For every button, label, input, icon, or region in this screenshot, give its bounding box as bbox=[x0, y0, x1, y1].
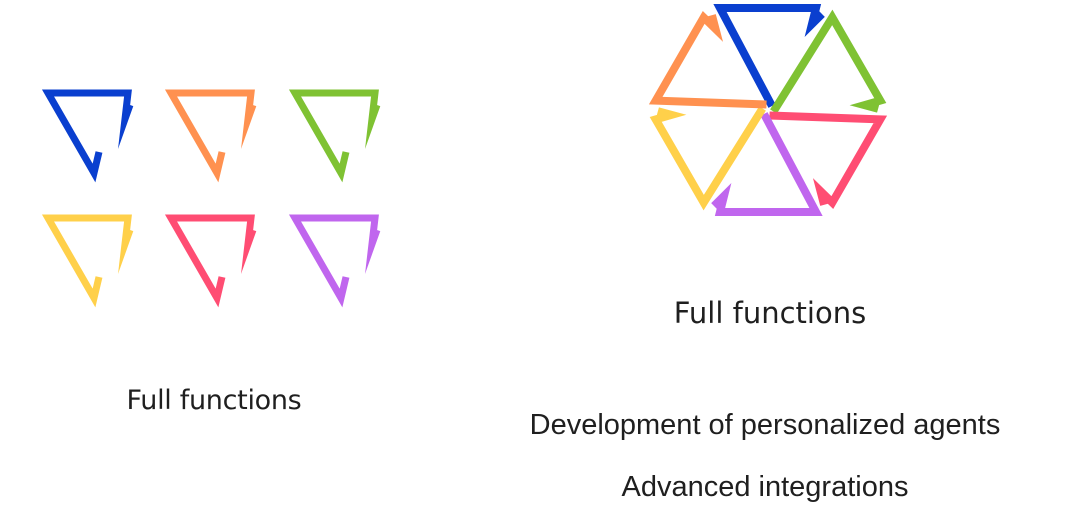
hexagon-segment bbox=[713, 3, 825, 108]
hexagon-logo-icon bbox=[648, 3, 888, 216]
grid-label: Full functions bbox=[126, 385, 302, 416]
chevron-triangle-icon bbox=[41, 89, 134, 183]
chevron-triangle-icon bbox=[288, 214, 381, 308]
chevron-triangle-icon bbox=[164, 214, 257, 308]
feature-item: Advanced integrations bbox=[621, 471, 909, 503]
grid-panel bbox=[41, 89, 381, 308]
chevron-triangle-icon bbox=[41, 214, 134, 308]
chevron-triangle-icon bbox=[164, 89, 257, 183]
feature-item: Development of personalized agents bbox=[529, 409, 1001, 441]
chevron-triangle-icon bbox=[288, 89, 381, 183]
hexagon-segment bbox=[711, 112, 823, 216]
hexagon-segment bbox=[648, 10, 767, 109]
hexagon-title: Full functions bbox=[673, 296, 867, 330]
hexagon-segment bbox=[770, 9, 887, 114]
hexagon-segment bbox=[769, 111, 888, 210]
hexagon-segment bbox=[649, 106, 766, 211]
